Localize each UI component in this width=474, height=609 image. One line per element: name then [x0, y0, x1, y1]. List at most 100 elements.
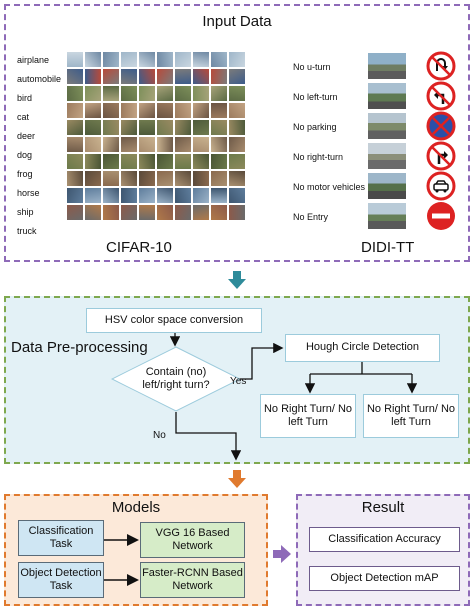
cifar-thumbnail: [211, 171, 227, 186]
cifar-thumbnail: [229, 103, 245, 118]
cifar-thumbnail: [67, 205, 83, 220]
cifar-thumbnail: [193, 52, 209, 67]
cifar-thumbnail: [103, 205, 119, 220]
cifar-thumbnail: [175, 154, 191, 169]
cifar-thumbnail: [67, 137, 83, 152]
cifar-thumbnail: [175, 86, 191, 101]
cifar-thumbnail: [121, 205, 137, 220]
cifar-thumbnail: [229, 205, 245, 220]
didi-sign-label: No Entry: [293, 212, 329, 222]
decision-label: Contain (no) left/right turn?: [142, 365, 210, 391]
didi-sign-label: No right-turn: [293, 152, 344, 162]
cifar-thumbnail: [67, 52, 83, 67]
cifar-thumbnail: [175, 120, 191, 135]
cifar-thumbnail: [229, 188, 245, 203]
result-title: Result: [361, 499, 405, 516]
cifar-thumbnail: [85, 52, 101, 67]
cifar-thumbnail: [121, 120, 137, 135]
cifar-thumbnail: [175, 69, 191, 84]
cifar-thumbnail: [211, 188, 227, 203]
cifar-thumbnail: [211, 69, 227, 84]
cifar-thumbnail: [157, 188, 173, 203]
cifar-thumbnail: [85, 205, 101, 220]
no-turn-output-box-left: No Right Turn/ No left Turn: [260, 394, 356, 438]
hsv-conversion-box: HSV color space conversion: [86, 308, 262, 333]
didi-sign-label: No u-turn: [293, 62, 331, 72]
cifar-thumbnail: [193, 205, 209, 220]
cifar-thumbnail: [193, 171, 209, 186]
down-arrow-icon: [228, 271, 246, 289]
right-arrow-icon: [273, 545, 291, 563]
cifar-thumbnail: [211, 103, 227, 118]
cifar-thumbnail: [175, 188, 191, 203]
cifar-thumbnail: [67, 69, 83, 84]
cifar-class-label: bird: [17, 93, 33, 103]
cifar-thumbnail: [229, 137, 245, 152]
cifar-thumbnail: [193, 120, 209, 135]
cifar-thumbnail: [103, 103, 119, 118]
models-title: Models: [111, 499, 161, 516]
cifar-thumbnail: [67, 188, 83, 203]
cifar-thumbnail: [103, 154, 119, 169]
cifar-thumbnail: [67, 120, 83, 135]
cifar-thumbnail: [103, 69, 119, 84]
cifar-thumbnail: [157, 154, 173, 169]
input-data-title: Input Data: [202, 13, 272, 30]
cifar-thumbnail: [121, 86, 137, 101]
classification-task-box: Classification Task: [18, 520, 104, 556]
cifar-thumbnail: [85, 188, 101, 203]
cifar-thumbnail: [157, 103, 173, 118]
cifar-class-label: airplane: [17, 55, 50, 65]
cifar-thumbnail: [211, 52, 227, 67]
cifar-thumbnail: [139, 52, 155, 67]
cifar-image-grid: [67, 52, 245, 220]
cifar-thumbnail: [157, 171, 173, 186]
cifar-thumbnail: [67, 103, 83, 118]
cifar-thumbnail: [139, 103, 155, 118]
cifar-thumbnail: [175, 52, 191, 67]
cifar-class-label: deer: [17, 131, 36, 141]
no-u-turn-sign-icon: [426, 51, 456, 81]
cifar-thumbnail: [175, 205, 191, 220]
no-label: No: [153, 430, 166, 441]
cifar-thumbnail: [85, 154, 101, 169]
faster-rcnn-network-box: Faster-RCNN Based Network: [140, 562, 245, 598]
cifar-thumbnail: [229, 154, 245, 169]
cifar-thumbnail: [229, 120, 245, 135]
cifar-thumbnail: [139, 120, 155, 135]
cifar-thumbnail: [139, 154, 155, 169]
cifar-thumbnail: [121, 154, 137, 169]
vgg16-network-box: VGG 16 Based Network: [140, 522, 245, 558]
cifar-thumbnail: [139, 137, 155, 152]
cifar-class-label: horse: [17, 188, 40, 198]
cifar-thumbnail: [229, 52, 245, 67]
cifar-thumbnail: [121, 52, 137, 67]
cifar-thumbnail: [139, 205, 155, 220]
object-detection-task-box: Object Detection Task: [18, 562, 104, 598]
didi-caption: DIDI-TT: [361, 239, 415, 256]
cifar-thumbnail: [139, 69, 155, 84]
cifar-thumbnail: [193, 103, 209, 118]
no-entry-sign-icon: [427, 202, 455, 230]
street-photo: [368, 173, 406, 199]
cifar-class-label: dog: [17, 150, 33, 160]
cifar-thumbnail: [175, 103, 191, 118]
cifar-thumbnail: [211, 120, 227, 135]
street-photo: [368, 83, 406, 109]
cifar-thumbnail: [193, 69, 209, 84]
cifar-thumbnail: [85, 120, 101, 135]
cifar-thumbnail: [157, 69, 173, 84]
preprocessing-title: Data Pre-processing: [11, 339, 148, 356]
cifar-thumbnail: [103, 52, 119, 67]
cifar-thumbnail: [229, 69, 245, 84]
decision-diamond: [111, 346, 241, 412]
cifar-thumbnail: [67, 171, 83, 186]
down-arrow-icon: [228, 470, 246, 488]
didi-sign-label: No parking: [293, 122, 337, 132]
cifar-thumbnail: [103, 86, 119, 101]
cifar-thumbnail: [121, 171, 137, 186]
cifar-thumbnail: [157, 86, 173, 101]
cifar-thumbnail: [211, 205, 227, 220]
classification-accuracy-box: Classification Accuracy: [309, 527, 460, 552]
